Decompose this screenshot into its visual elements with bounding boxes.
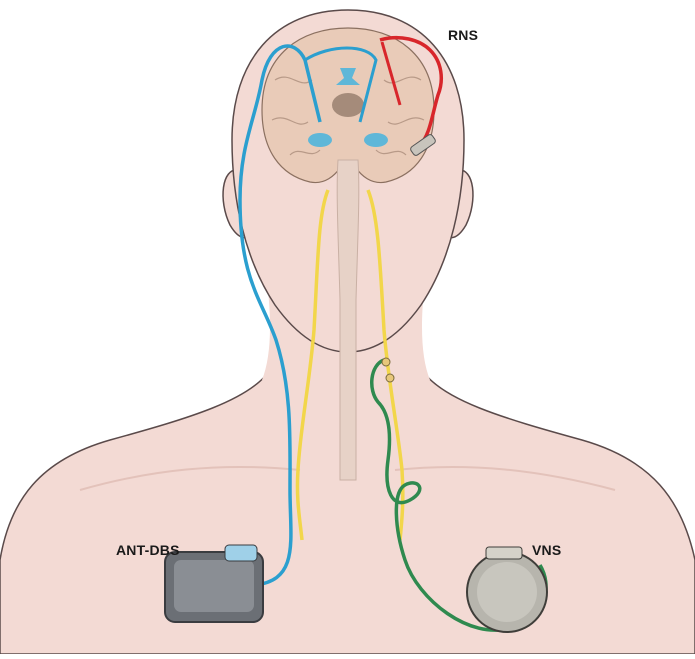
vns-electrode-2 <box>386 374 394 382</box>
vns-label: VNS <box>532 542 561 558</box>
hippocampus-left <box>308 133 332 147</box>
rns-label: RNS <box>448 27 478 43</box>
ant-dbs-label: ANT-DBS <box>116 542 180 558</box>
brainstem <box>337 160 359 480</box>
hippocampus-right <box>364 133 388 147</box>
ant-dbs-generator-icon <box>165 545 263 622</box>
vns-electrode-1 <box>382 358 390 366</box>
thalamus <box>332 93 364 117</box>
